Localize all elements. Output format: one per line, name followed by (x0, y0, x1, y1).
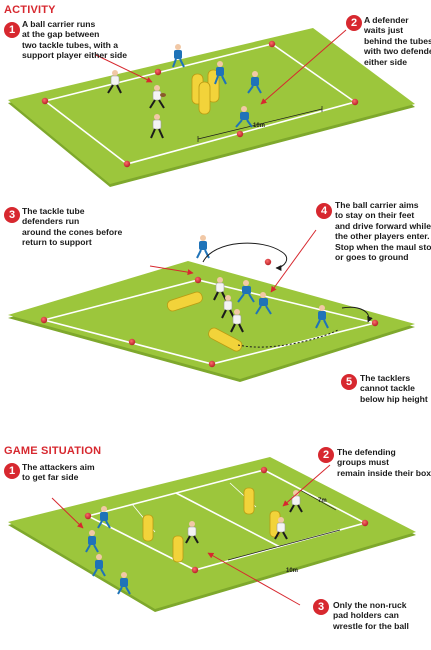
game-step-note-2: The defending groups must remain inside … (337, 447, 431, 478)
run-path-around-cone (202, 242, 288, 271)
step-note-4: The ball carrier aims to stay on their f… (335, 200, 431, 263)
step-badge-1: 1 (4, 22, 20, 38)
defender-player (255, 292, 272, 315)
attacker-ball-carrier (149, 85, 166, 109)
defender-player (214, 61, 227, 85)
section-title-game-situation: GAME SITUATION (4, 445, 102, 457)
field-label-7m: 7m (318, 498, 327, 504)
cones-pitch-2 (40, 258, 379, 368)
attacker-player (185, 521, 199, 544)
defender-player (117, 572, 131, 595)
defender-player (315, 305, 329, 329)
game-step-badge-2: 2 (318, 447, 334, 463)
field-label-10m: 10m (253, 123, 265, 129)
defender-player (92, 554, 106, 577)
game-step-note-1: The attackers aim to get far side (22, 462, 95, 483)
callout-arrow-gs-1 (51, 497, 84, 529)
game-step-badge-1: 1 (4, 463, 20, 479)
players-pitch-3 (85, 490, 303, 595)
callout-arrow-2 (260, 29, 347, 105)
game-step-note-3: Only the non-ruck pad holders can wrestl… (333, 600, 409, 631)
section-title-activity: ACTIVITY (4, 4, 56, 16)
players-pitch-1 (107, 44, 262, 139)
tackle-pads-pitch-3 (142, 487, 281, 563)
defender-player (97, 506, 111, 529)
step-note-1: A ball carrier runs at the gap between t… (22, 19, 128, 61)
attacker-player (274, 517, 288, 540)
callout-arrow-4 (270, 229, 317, 293)
step-badge-2: 2 (346, 15, 362, 31)
callout-arrow-gs-3 (207, 552, 301, 606)
tackle-tubes-pitch-2 (166, 291, 243, 352)
cones-pitch-1 (41, 40, 359, 168)
attacker-player (107, 70, 122, 94)
step-note-3: The tackle tube defenders run around the… (22, 206, 123, 248)
game-step-badge-3: 3 (313, 599, 329, 615)
attacker-player (150, 114, 164, 139)
field-label-10m: 10m (286, 568, 298, 574)
defender-player (247, 71, 262, 94)
step-note-5: The tacklers cannot tackle below hip hei… (360, 373, 428, 404)
attacker-player (230, 309, 244, 333)
callout-arrow-gs-2 (282, 464, 331, 507)
attacker-player (213, 277, 227, 301)
defender-player (85, 530, 99, 553)
callout-arrow-3 (149, 265, 194, 276)
defender-player (235, 106, 253, 128)
defender-player (196, 235, 210, 259)
step-note-2: A defender waits just behind the tubes, … (364, 15, 431, 67)
step-badge-5: 5 (341, 374, 357, 390)
step-badge-3: 3 (4, 207, 20, 223)
defender-player (172, 44, 185, 68)
cones-pitch-3 (84, 466, 369, 574)
callout-arrow-1 (95, 54, 153, 83)
attacker-player (289, 490, 303, 513)
maul-players-pitch-2 (196, 235, 329, 333)
defender-player (237, 280, 255, 303)
step-badge-4: 4 (316, 203, 332, 219)
return-path (341, 306, 373, 323)
